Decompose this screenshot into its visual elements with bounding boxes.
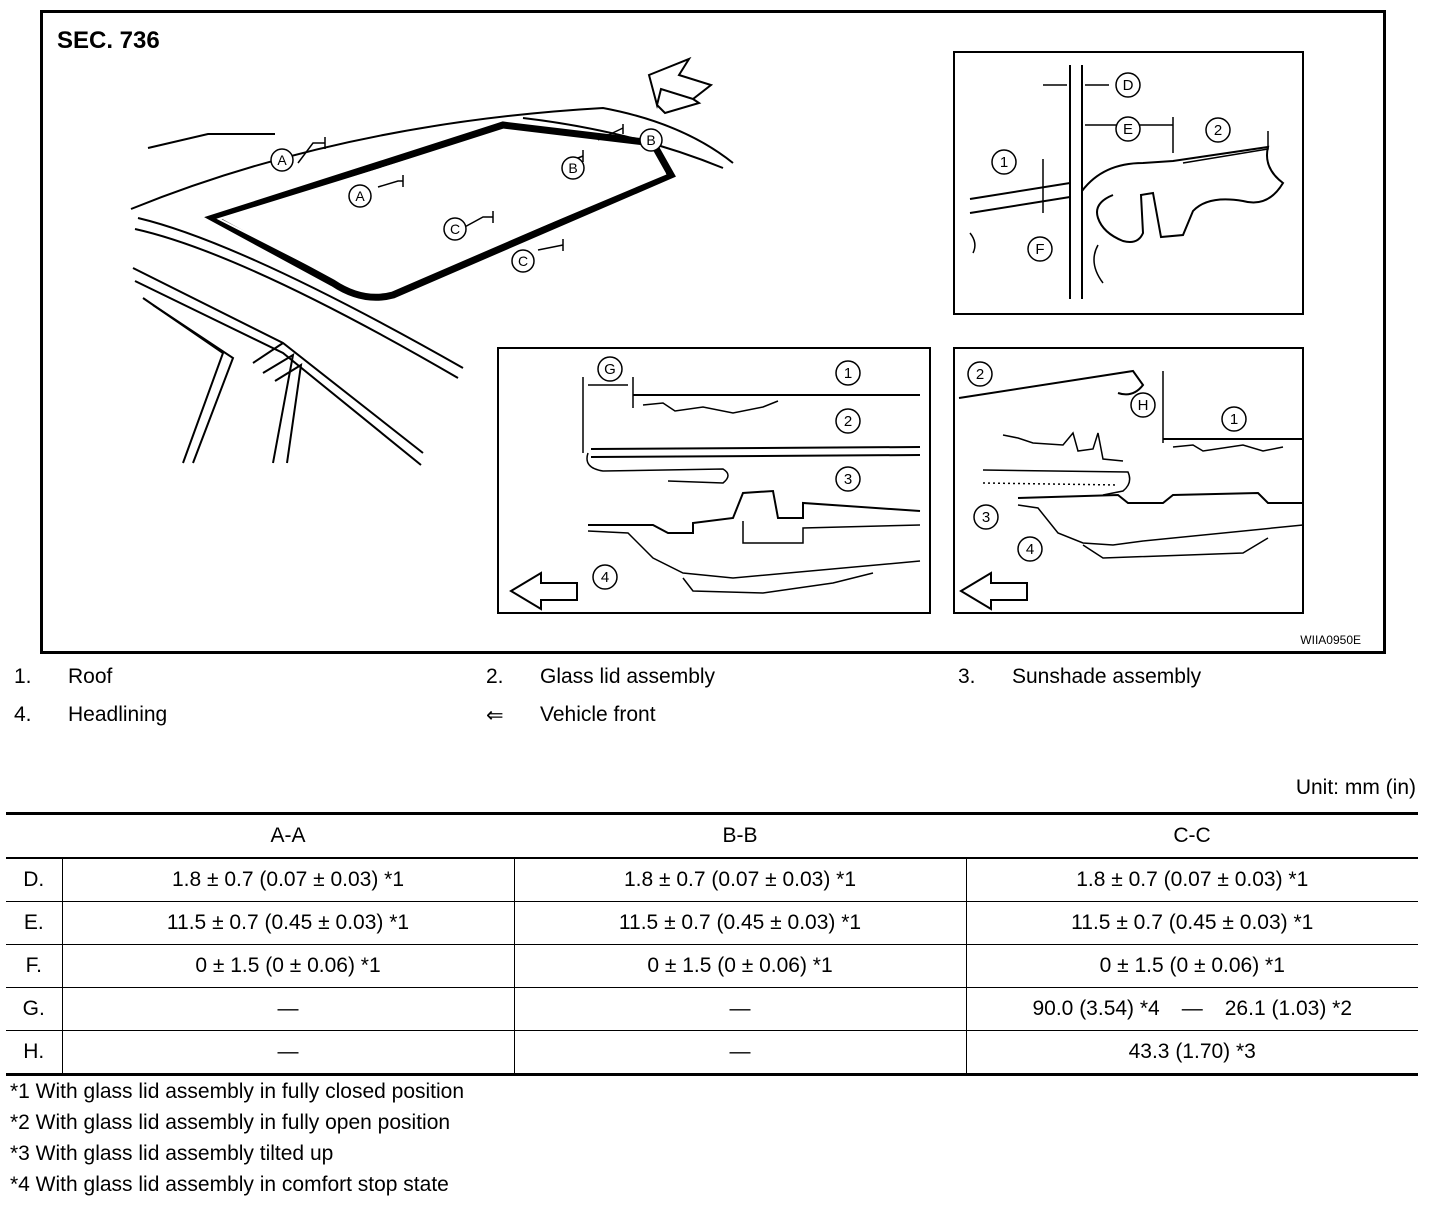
vehicle-front-arrow-icon [647, 56, 714, 115]
spec-table: A-A B-B C-C D. 1.8 ± 0.7 (0.07 ± 0.03) *… [6, 812, 1418, 1076]
cell-bb: 11.5 ± 0.7 (0.45 ± 0.03) *1 [513, 901, 966, 945]
callout-d: D [1123, 77, 1134, 94]
cell-bb: — [513, 987, 966, 1031]
footnote: *1 With glass lid assembly in fully clos… [10, 1080, 465, 1103]
table-row: E. 11.5 ± 0.7 (0.45 ± 0.03) *1 11.5 ± 0.… [6, 901, 1418, 945]
header-bb: B-B [722, 824, 758, 847]
cell-bb: 1.8 ± 0.7 (0.07 ± 0.03) *1 [513, 858, 966, 902]
section-marks [297, 124, 624, 251]
callout-b1: B [646, 132, 655, 148]
cell-aa: — [61, 1030, 514, 1075]
cell-cc: 43.3 (1.70) *3 [965, 1030, 1418, 1075]
legend-num: 2. [486, 665, 504, 688]
cell-cc: 11.5 ± 0.7 (0.45 ± 0.03) *1 [965, 901, 1418, 945]
section-title: SEC. 736 [57, 27, 160, 54]
legend-num: 4. [14, 703, 32, 726]
roof-outline [130, 106, 734, 466]
callout-2-right: 2 [976, 366, 984, 383]
table-row: D. 1.8 ± 0.7 (0.07 ± 0.03) *1 1.8 ± 0.7 … [6, 858, 1418, 902]
callout-c1: C [450, 221, 460, 237]
callout-a1: A [277, 152, 287, 168]
detail-left-front-arrow-icon [509, 571, 578, 611]
table-header-row: A-A B-B C-C [6, 813, 1418, 859]
footnote: *3 With glass lid assembly tilted up [10, 1142, 334, 1165]
legend-num: 1. [14, 665, 32, 688]
row-label: G. [22, 997, 45, 1020]
legend-label: Vehicle front [540, 703, 656, 726]
header-aa: A-A [270, 824, 306, 847]
callout-1-left: 1 [844, 365, 852, 382]
cell-aa: 0 ± 1.5 (0 ± 0.06) *1 [61, 944, 514, 988]
callout-e: E [1123, 121, 1133, 138]
detail-right-cross-section [953, 347, 1304, 614]
detail-top-callouts [991, 72, 1231, 262]
row-label: H. [23, 1040, 45, 1063]
sunroof-diagram: A A B B C C D E 1 2 [40, 10, 1386, 654]
cell-bb: — [513, 1030, 966, 1075]
detail-left-cross-section [497, 347, 931, 614]
diagram-drawing: A A B B C C D E 1 2 [130, 51, 1304, 614]
legend-label: Glass lid assembly [540, 665, 716, 688]
callout-b2: B [568, 160, 577, 176]
header-cc: C-C [1173, 824, 1211, 847]
footnotes: *1 With glass lid assembly in fully clos… [10, 1076, 464, 1200]
callout-g: G [604, 361, 616, 378]
legend-label: Sunshade assembly [1012, 665, 1202, 688]
callout-1-right: 1 [1230, 411, 1238, 428]
table-row: H. — — 43.3 (1.70) *3 [6, 1030, 1418, 1075]
detail-left-callouts [592, 356, 861, 590]
detail-right-front-arrow-icon [959, 571, 1028, 611]
detail-right-callouts [967, 361, 1247, 562]
footnote: *2 With glass lid assembly in fully open… [10, 1111, 451, 1134]
legend-label: Roof [68, 665, 113, 688]
callout-h: H [1138, 397, 1149, 414]
callout-4-left: 4 [601, 569, 609, 586]
callout-c2: C [518, 253, 528, 269]
cell-aa: — [61, 987, 514, 1031]
callout-f: F [1035, 241, 1044, 258]
callout-3-right: 3 [982, 509, 990, 526]
cell-aa: 11.5 ± 0.7 (0.45 ± 0.03) *1 [61, 901, 514, 945]
row-label: D. [23, 868, 45, 891]
footnote: *4 With glass lid assembly in comfort st… [10, 1173, 449, 1196]
callout-a2: A [355, 188, 365, 204]
cell-cc: 1.8 ± 0.7 (0.07 ± 0.03) *1 [965, 858, 1418, 902]
row-label: F. [25, 954, 42, 977]
cell-cc: 0 ± 1.5 (0 ± 0.06) *1 [965, 944, 1418, 988]
sunroof-opening [204, 121, 676, 301]
table-row: F. 0 ± 1.5 (0 ± 0.06) *1 0 ± 1.5 (0 ± 0.… [6, 944, 1418, 988]
cell-aa: 1.8 ± 0.7 (0.07 ± 0.03) *1 [61, 858, 514, 902]
left-arrow-icon: ⇐ [486, 704, 504, 727]
cell-cc-open: 26.1 (1.03) *2 [1224, 997, 1353, 1020]
roof-callouts [270, 128, 663, 273]
cell-cc-comfort: 90.0 (3.54) *4 [1032, 997, 1160, 1020]
figure-code: WIIA0950E [1300, 633, 1361, 647]
callout-1-top: 1 [1000, 154, 1008, 171]
table-row: G. — — 90.0 (3.54) *4 — 26.1 (1.03) *2 [6, 987, 1418, 1031]
cell-cc: 90.0 (3.54) *4 — 26.1 (1.03) *2 [965, 987, 1418, 1031]
row-label: E. [23, 911, 44, 934]
legend-label: Headlining [68, 703, 168, 726]
cell-cc-separator: — [1181, 997, 1203, 1020]
legend-num: 3. [958, 665, 976, 688]
unit-label: Unit: mm (in) [1295, 776, 1416, 799]
callout-4-right: 4 [1026, 541, 1034, 558]
callout-2-left: 2 [844, 413, 852, 430]
callout-2-top: 2 [1214, 122, 1222, 139]
callout-3-left: 3 [844, 471, 852, 488]
cell-bb: 0 ± 1.5 (0 ± 0.06) *1 [513, 944, 966, 988]
header-corner [6, 814, 62, 859]
